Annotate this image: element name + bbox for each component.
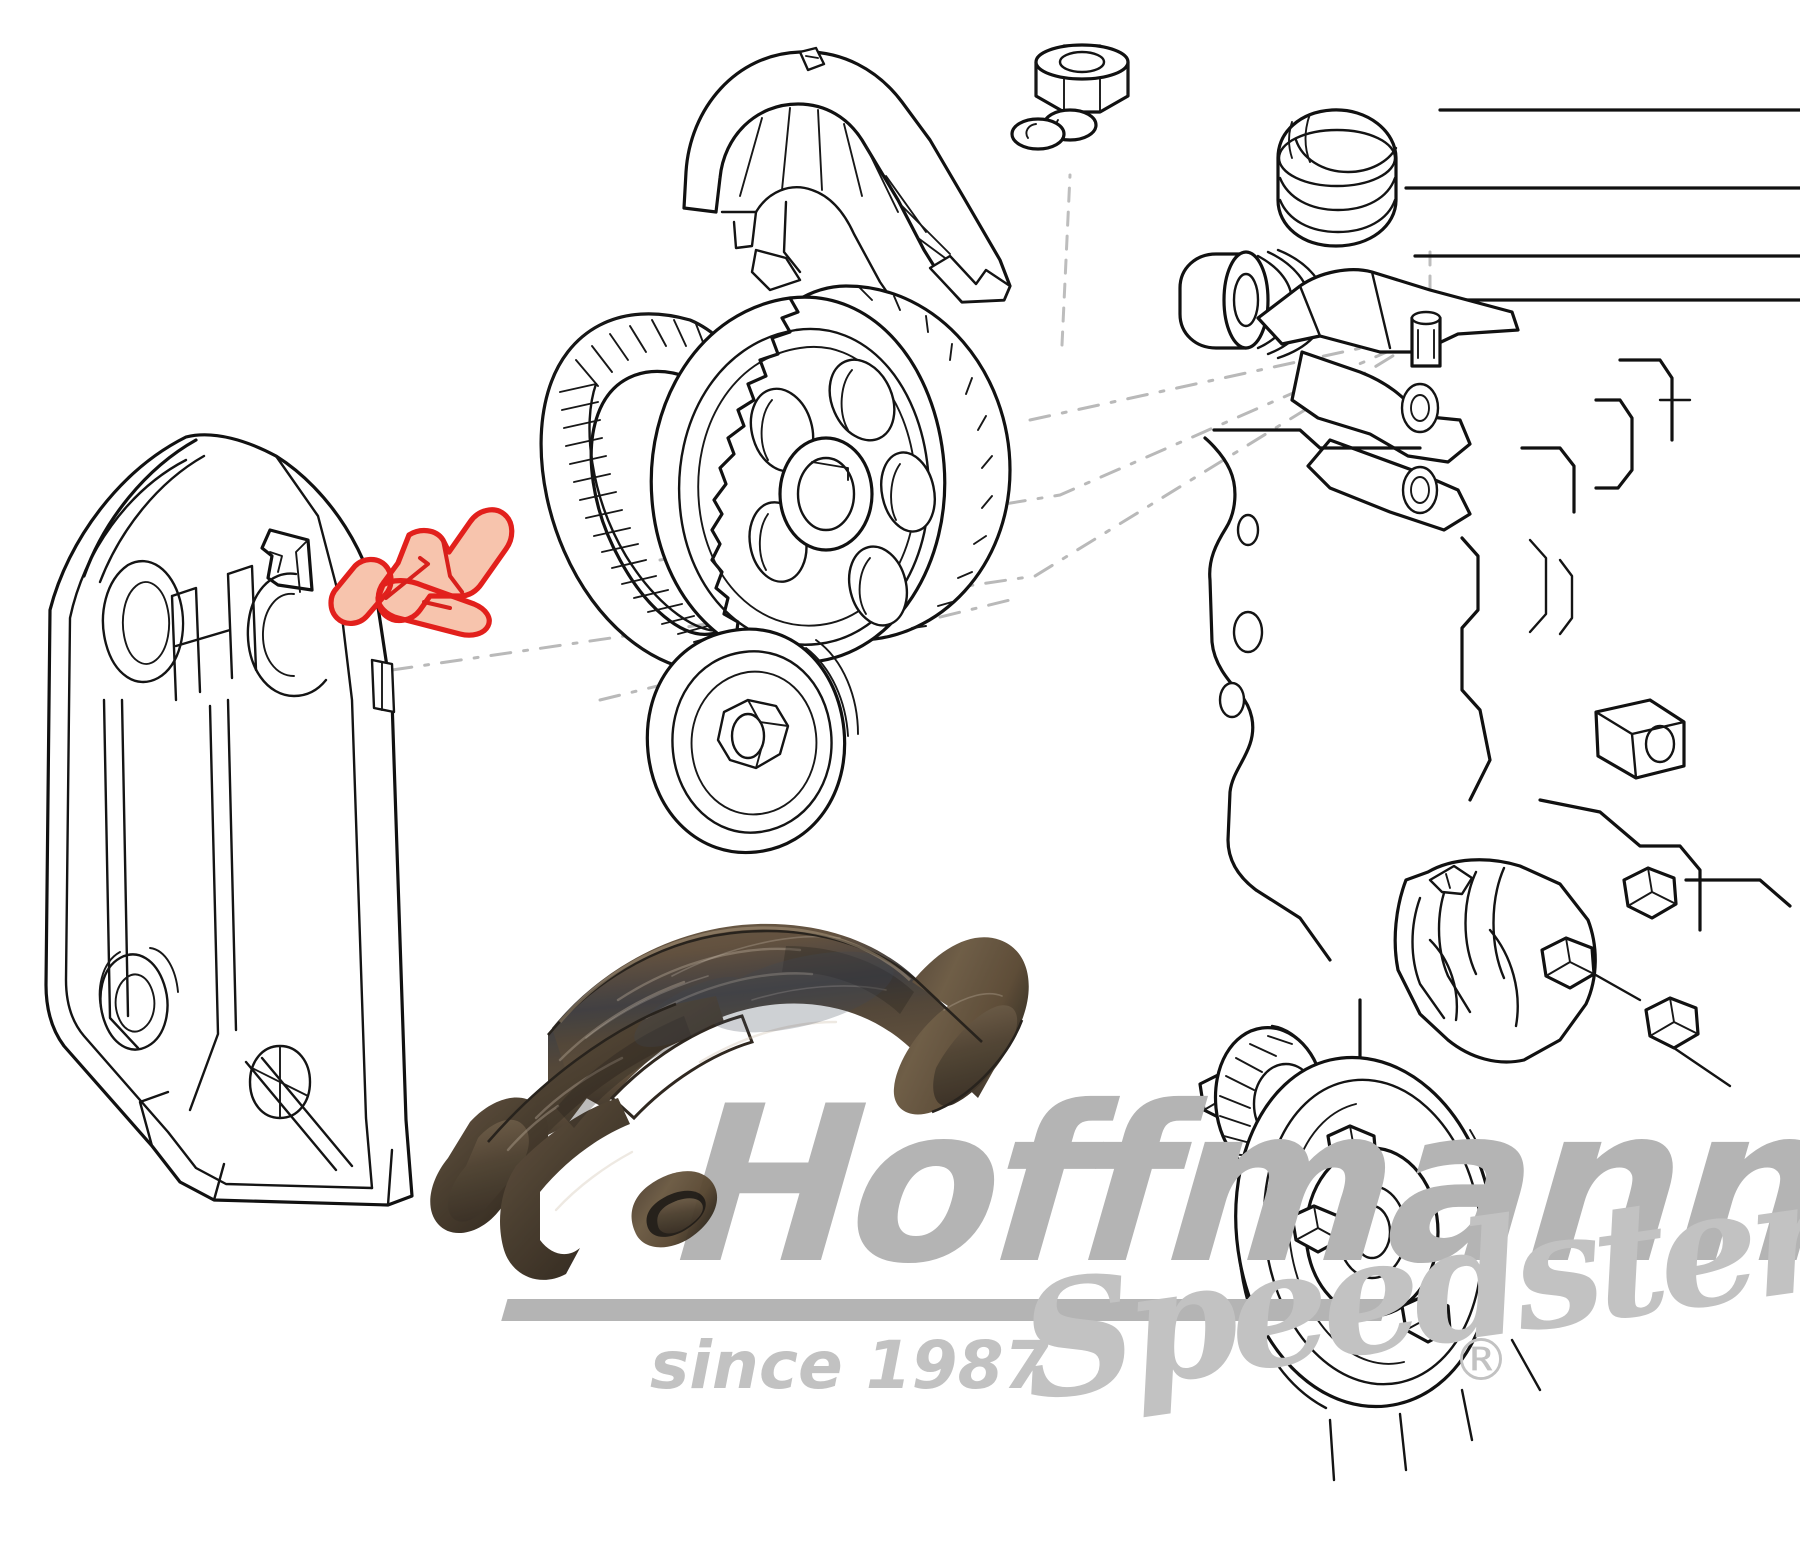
watermark-tagline: since 1987 [650, 1327, 1050, 1404]
clip-photograph [430, 923, 1029, 1280]
part-camshaft-sprocket [649, 284, 1012, 682]
part-washers [1010, 108, 1098, 151]
part-engine-block [1178, 108, 1800, 1152]
part-hex-nut [1034, 43, 1130, 114]
part-retaining-clip-highlighted [328, 507, 515, 638]
part-water-pump-and-pulley [1198, 858, 1732, 1482]
watermark-brand-text: Hoffmann [645, 1059, 1800, 1311]
watermark-registered-mark: ® [1452, 1326, 1510, 1394]
cover-engraving-ohc [101, 559, 328, 702]
watermark-rule [501, 1299, 1388, 1321]
part-idler-pulley [645, 627, 859, 855]
part-belt-guard-shield [682, 46, 1012, 320]
part-timing-belt-cover [44, 433, 414, 1207]
part-oil-filler-cap [1276, 108, 1398, 248]
